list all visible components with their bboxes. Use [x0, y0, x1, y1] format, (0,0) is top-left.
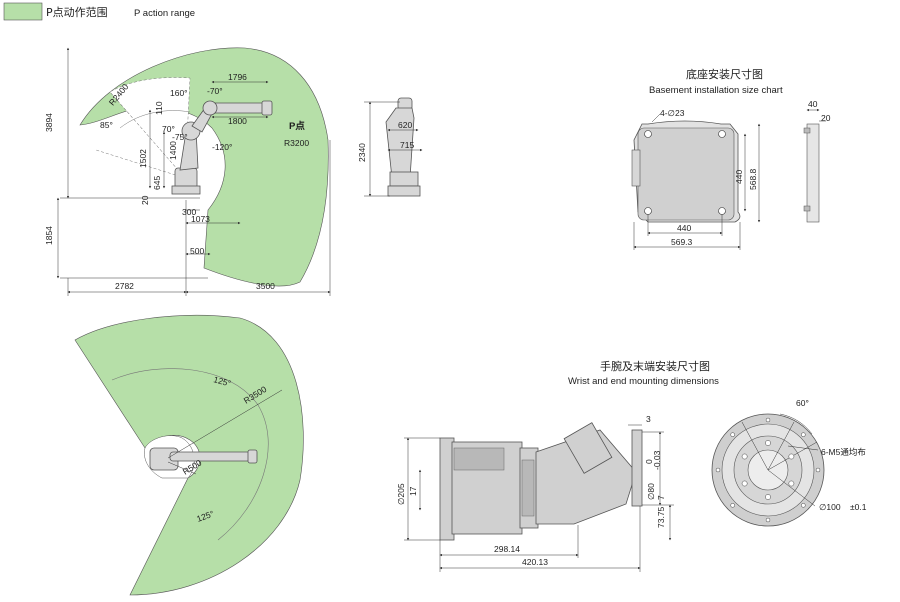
base-hole	[644, 207, 652, 215]
dim-2340: 2340	[357, 143, 367, 162]
base-dim-569: 569.3	[671, 237, 693, 247]
base-hole-spec: 4-∅23	[660, 108, 685, 118]
legend-swatch	[3, 2, 43, 21]
wrist-mounting: 手腕及末端安装尺寸图 Wrist and end mounting dimens…	[396, 359, 867, 572]
base-dim-40: 40	[808, 99, 818, 109]
angle-85: 85°	[100, 120, 113, 130]
front-view: 2340 620 715	[357, 97, 423, 197]
base-title-cn: 底座安装尺寸图	[686, 67, 763, 81]
dim-500: 500	[190, 246, 204, 256]
dim-3500: 3500	[256, 281, 275, 291]
base-side-lug	[631, 149, 641, 187]
dim-1800: 1800	[228, 116, 247, 126]
dim-r3200: R3200	[284, 138, 309, 148]
base-side-profile	[806, 123, 820, 223]
flange-dia-100: ∅100	[819, 502, 841, 512]
wrist-dim-17: 17	[408, 486, 418, 496]
side-view-arc	[119, 110, 191, 129]
base-dim-20: 20	[821, 113, 831, 123]
dim-645: 645	[152, 176, 162, 190]
wrist-dim-80: ∅80	[646, 483, 656, 500]
wrist-dim-73: 73.75	[656, 506, 666, 528]
wrist-tol-top: 0	[644, 459, 654, 464]
base-side-bolt	[803, 205, 811, 212]
side-view-reach-line-2	[109, 91, 186, 179]
dim-20: 20	[140, 195, 150, 205]
base-title-en: Basement installation size chart	[649, 85, 783, 96]
wrist-dim-298: 298.14	[494, 544, 520, 554]
base-installation: 底座安装尺寸图 Basement installation size chart…	[631, 67, 831, 250]
base-inner-plate	[637, 127, 735, 221]
flange-bolt-hole	[765, 440, 771, 446]
base-dim-440h: 440	[734, 170, 744, 184]
flange-outer-hole	[815, 467, 821, 473]
side-view-robot	[171, 100, 273, 195]
wrist-dim-7: 7	[656, 495, 666, 500]
side-view-reach-line	[95, 149, 186, 179]
flange-bolt-hole	[741, 480, 748, 487]
flange-outer-hole	[715, 467, 721, 473]
base-dim-440w: 440	[677, 223, 691, 233]
dim-1502: 1502	[138, 149, 148, 168]
wrist-body	[439, 422, 643, 541]
legend-label-en: P action range	[134, 8, 195, 19]
flange-outer-hole	[730, 432, 735, 437]
flange-bolt-hole	[788, 480, 795, 487]
top-view-work-area	[74, 314, 304, 596]
wrist-dim-420: 420.13	[522, 557, 548, 567]
dim-300: 300	[182, 207, 196, 217]
angle-75: -75°	[172, 132, 188, 142]
flange-outer-hole	[765, 517, 771, 523]
dim-715: 715	[400, 140, 414, 150]
base-dim-568: 568.8	[748, 168, 758, 190]
base-hole	[718, 130, 726, 138]
flange-angle: 60°	[796, 398, 809, 408]
top-angle-125a: 125°	[212, 374, 232, 388]
dim-1796: 1796	[228, 72, 247, 82]
dim-620: 620	[398, 120, 412, 130]
flange-outer-hole	[730, 503, 735, 508]
angle-120: -120°	[212, 142, 232, 152]
wrist-title-en: Wrist and end mounting dimensions	[568, 376, 719, 387]
base-side-bolt	[803, 127, 811, 134]
wrist-title-cn: 手腕及末端安装尺寸图	[600, 359, 710, 373]
angle-70b: -70°	[207, 86, 223, 96]
flange-outer-hole	[801, 432, 806, 437]
dim-110: 110	[154, 101, 164, 115]
dim-1073: 1073	[191, 214, 210, 224]
p-point-label: P点	[289, 120, 305, 132]
top-view-inner-arc	[111, 368, 269, 541]
flange-outer-hole	[765, 417, 771, 423]
wrist-dim-3: 3	[646, 414, 651, 424]
flange-tol-100: ±0.1	[850, 502, 867, 512]
side-view-dim-lines	[56, 47, 331, 296]
base-hole	[718, 207, 726, 215]
dim-1854: 1854	[44, 226, 54, 245]
wrist-dim-205: ∅205	[396, 483, 406, 505]
top-view: R3500 R500 125° 125°	[74, 314, 304, 596]
wrist-tol-bot: -0.03	[652, 450, 662, 470]
dim-1400: 1400	[168, 141, 178, 160]
flange-bolt-hole	[765, 494, 771, 500]
dim-2782: 2782	[115, 281, 134, 291]
legend: P点动作范围 P action range	[3, 2, 195, 21]
side-view: 1796 1800 R2400 R3200 P点 3894 1854 2782 …	[44, 47, 331, 296]
flange-bolt-hole	[741, 453, 748, 460]
flange-holes: 6-M5通均布	[821, 447, 866, 457]
flange-outer-hole	[801, 503, 806, 508]
base-hole	[644, 130, 652, 138]
legend-label-cn: P点动作范围	[46, 5, 108, 19]
angle-160: 160°	[170, 88, 188, 98]
top-view-robot	[149, 447, 258, 471]
dim-3894: 3894	[44, 113, 54, 132]
angle-70a: 70°	[162, 124, 175, 134]
flange-bolt-hole	[788, 453, 795, 460]
